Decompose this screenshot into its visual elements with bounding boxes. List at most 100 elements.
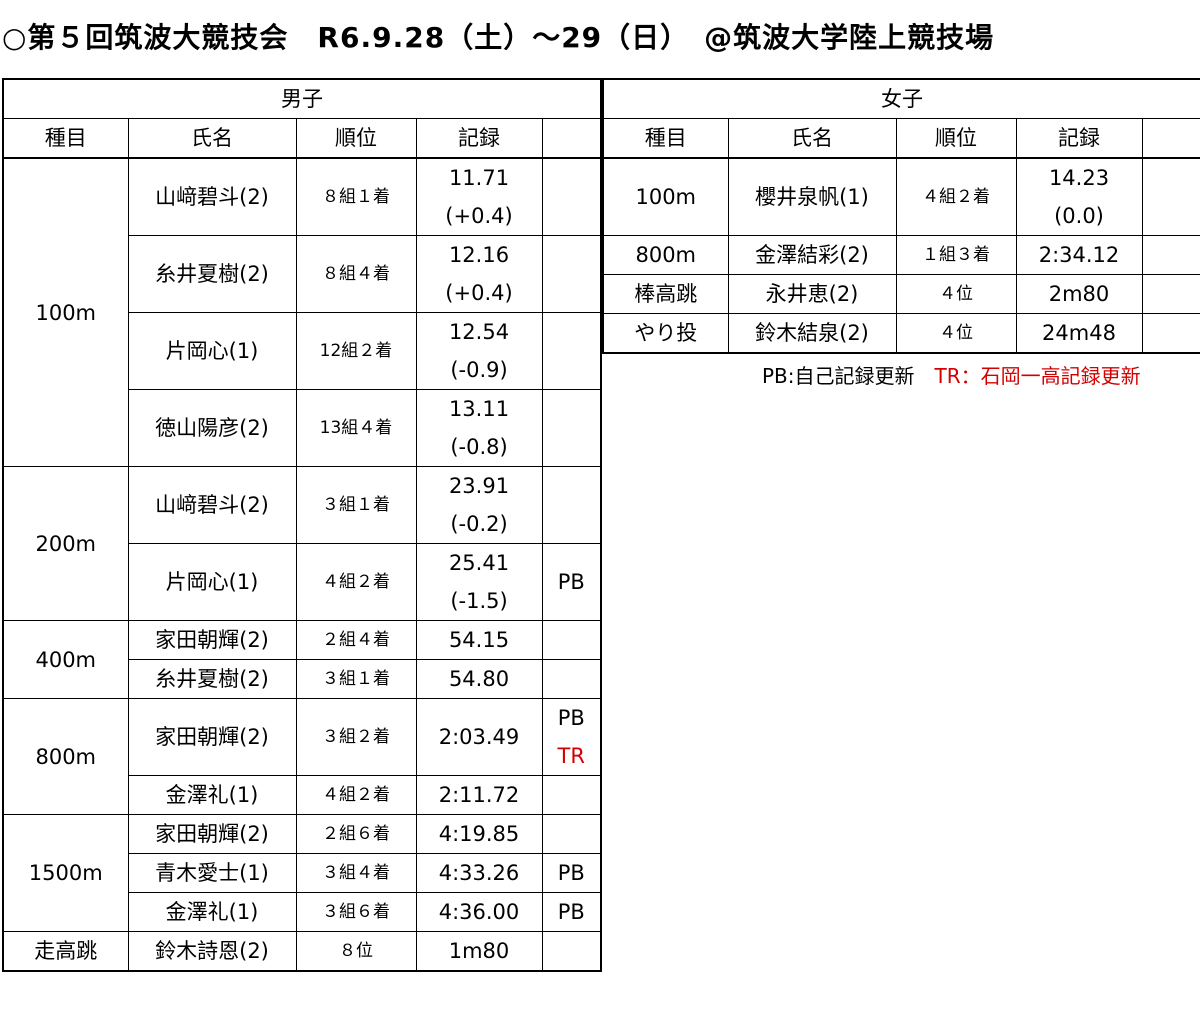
table-row: 1500m 家田朝輝(2) ２組６着 4:19.85 — [2, 814, 602, 932]
col-event: 種目 — [2, 118, 129, 159]
record-cell: 2:34.12 — [1015, 235, 1143, 275]
athlete-name: 鈴木詩恩(2) — [127, 931, 297, 972]
record-cell: 13.11(-0.8) — [415, 389, 543, 467]
col-place: 順位 — [295, 118, 417, 159]
record-cell: 12.16(+0.4) — [415, 235, 543, 313]
col-record: 記録 — [415, 118, 543, 159]
wind-value: (-0.9) — [450, 358, 508, 382]
note-cell — [541, 235, 602, 313]
table-row: 800m 金澤結彩(2) １組３着 2:34.12 — [602, 235, 1200, 275]
note-cell — [1141, 313, 1200, 354]
place-cell: ２組６着 — [295, 814, 417, 854]
note-cell — [541, 620, 602, 660]
men-results-table: 男子 種目 氏名 順位 記録 100m 山﨑碧斗(2) ８組１着 11.71(+… — [2, 78, 602, 972]
legend-tr: TR：石岡一高記録更新 — [934, 364, 1141, 388]
table-row: 100m 櫻井泉帆(1) ４組２着 14.23(0.0) — [602, 157, 1200, 236]
col-note — [1141, 118, 1200, 159]
note-cell — [1141, 235, 1200, 275]
note-cell: PB — [541, 892, 602, 932]
event-cell: 800m — [2, 698, 129, 815]
place-cell: ４組２着 — [295, 775, 417, 815]
athlete-name: 徳山陽彦(2) — [127, 389, 297, 467]
event-cell: 100m — [2, 157, 129, 467]
athlete-name: 永井恵(2) — [727, 274, 897, 314]
legend: PB:自己記録更新 TR：石岡一高記録更新 — [762, 360, 1141, 389]
women-section-header: 女子 — [602, 78, 1200, 119]
athlete-name: 金澤礼(1) — [127, 892, 297, 932]
note-cell: PB — [541, 853, 602, 893]
table-row: 走高跳 鈴木詩恩(2) ８位 1m80 — [2, 931, 602, 972]
athlete-name: 家田朝輝(2) — [127, 620, 297, 660]
record-cell: 4:36.00 — [415, 892, 543, 932]
record-value: 23.91 — [448, 474, 510, 498]
record-value: 12.54 — [448, 320, 510, 344]
athlete-name: 青木愛士(1) — [127, 853, 297, 893]
athlete-name: 金澤結彩(2) — [727, 235, 897, 275]
men-section-header: 男子 — [2, 78, 602, 119]
place-cell: ８組１着 — [295, 157, 417, 236]
athlete-name: 金澤礼(1) — [127, 775, 297, 815]
record-cell: 25.41(-1.5) — [415, 543, 543, 621]
athlete-name: 家田朝輝(2) — [127, 698, 297, 776]
athlete-name: 山﨑碧斗(2) — [127, 157, 297, 236]
col-record: 記録 — [1015, 118, 1143, 159]
place-cell: ３組６着 — [295, 892, 417, 932]
athlete-name: 家田朝輝(2) — [127, 814, 297, 854]
record-cell: 23.91 (-0.2) — [415, 466, 543, 544]
record-value: 12.16 — [448, 243, 510, 267]
record-value: 14.23 — [1048, 166, 1110, 190]
place-cell: １組３着 — [895, 235, 1017, 275]
wind-value: (-0.2) — [450, 512, 508, 536]
place-cell: ４位 — [895, 274, 1017, 314]
note-cell — [1141, 274, 1200, 314]
athlete-name: 糸井夏樹(2) — [127, 235, 297, 313]
table-row: 100m 山﨑碧斗(2) ８組１着 11.71(+0.4) — [2, 157, 602, 467]
table-row: 片岡心(1) ４組２着 25.41(-1.5) PB — [3, 543, 602, 621]
athlete-name: 片岡心(1) — [127, 543, 297, 621]
record-cell: 54.80 — [415, 659, 543, 699]
record-value: 25.41 — [448, 551, 510, 575]
event-cell: 200m — [2, 466, 129, 621]
event-cell: 100m — [602, 157, 729, 236]
event-cell: 走高跳 — [2, 931, 129, 972]
place-cell: ３組１着 — [295, 466, 417, 544]
event-cell: 1500m — [2, 814, 129, 932]
col-name: 氏名 — [127, 118, 297, 159]
wind-value: (0.0) — [1054, 204, 1104, 228]
place-cell: 13組４着 — [295, 389, 417, 467]
record-cell: 4:33.26 — [415, 853, 543, 893]
col-name: 氏名 — [727, 118, 897, 159]
record-cell: 14.23 (0.0) — [1015, 157, 1143, 236]
athlete-name: 鈴木結泉(2) — [727, 313, 897, 354]
table-row: 棒高跳 永井恵(2) ４位 2m80 — [602, 274, 1200, 314]
wind-value: (+0.4) — [445, 204, 513, 228]
place-cell: ３組２着 — [295, 698, 417, 776]
note-cell — [541, 312, 602, 390]
note-cell — [541, 466, 602, 544]
record-cell: 12.54 (-0.9) — [415, 312, 543, 390]
place-cell: ３組１着 — [295, 659, 417, 699]
event-cell: 400m — [2, 620, 129, 699]
record-cell: 2m80 — [1015, 274, 1143, 314]
record-cell: 1m80 — [415, 931, 543, 972]
note-cell — [541, 814, 602, 854]
place-cell: ８位 — [295, 931, 417, 972]
col-place: 順位 — [895, 118, 1017, 159]
tr-mark: TR — [557, 744, 585, 768]
table-row: 400m 家田朝輝(2) ２組４着 54.15 — [2, 620, 602, 699]
note-cell: PB TR — [541, 698, 602, 776]
col-event: 種目 — [602, 118, 729, 159]
event-cell: やり投 — [602, 313, 729, 354]
note-cell — [541, 389, 602, 467]
table-row: 糸井夏樹(2) ８組４着 12.16(+0.4) — [3, 235, 602, 313]
record-cell: 2:03.49 — [415, 698, 543, 776]
athlete-name: 糸井夏樹(2) — [127, 659, 297, 699]
pb-mark: PB — [557, 706, 585, 730]
record-cell: 4:19.85 — [415, 814, 543, 854]
note-cell — [541, 931, 602, 972]
note-cell — [541, 659, 602, 699]
record-cell: 24m48 — [1015, 313, 1143, 354]
note-cell — [541, 157, 602, 236]
place-cell: ２組４着 — [295, 620, 417, 660]
place-cell: ８組４着 — [295, 235, 417, 313]
